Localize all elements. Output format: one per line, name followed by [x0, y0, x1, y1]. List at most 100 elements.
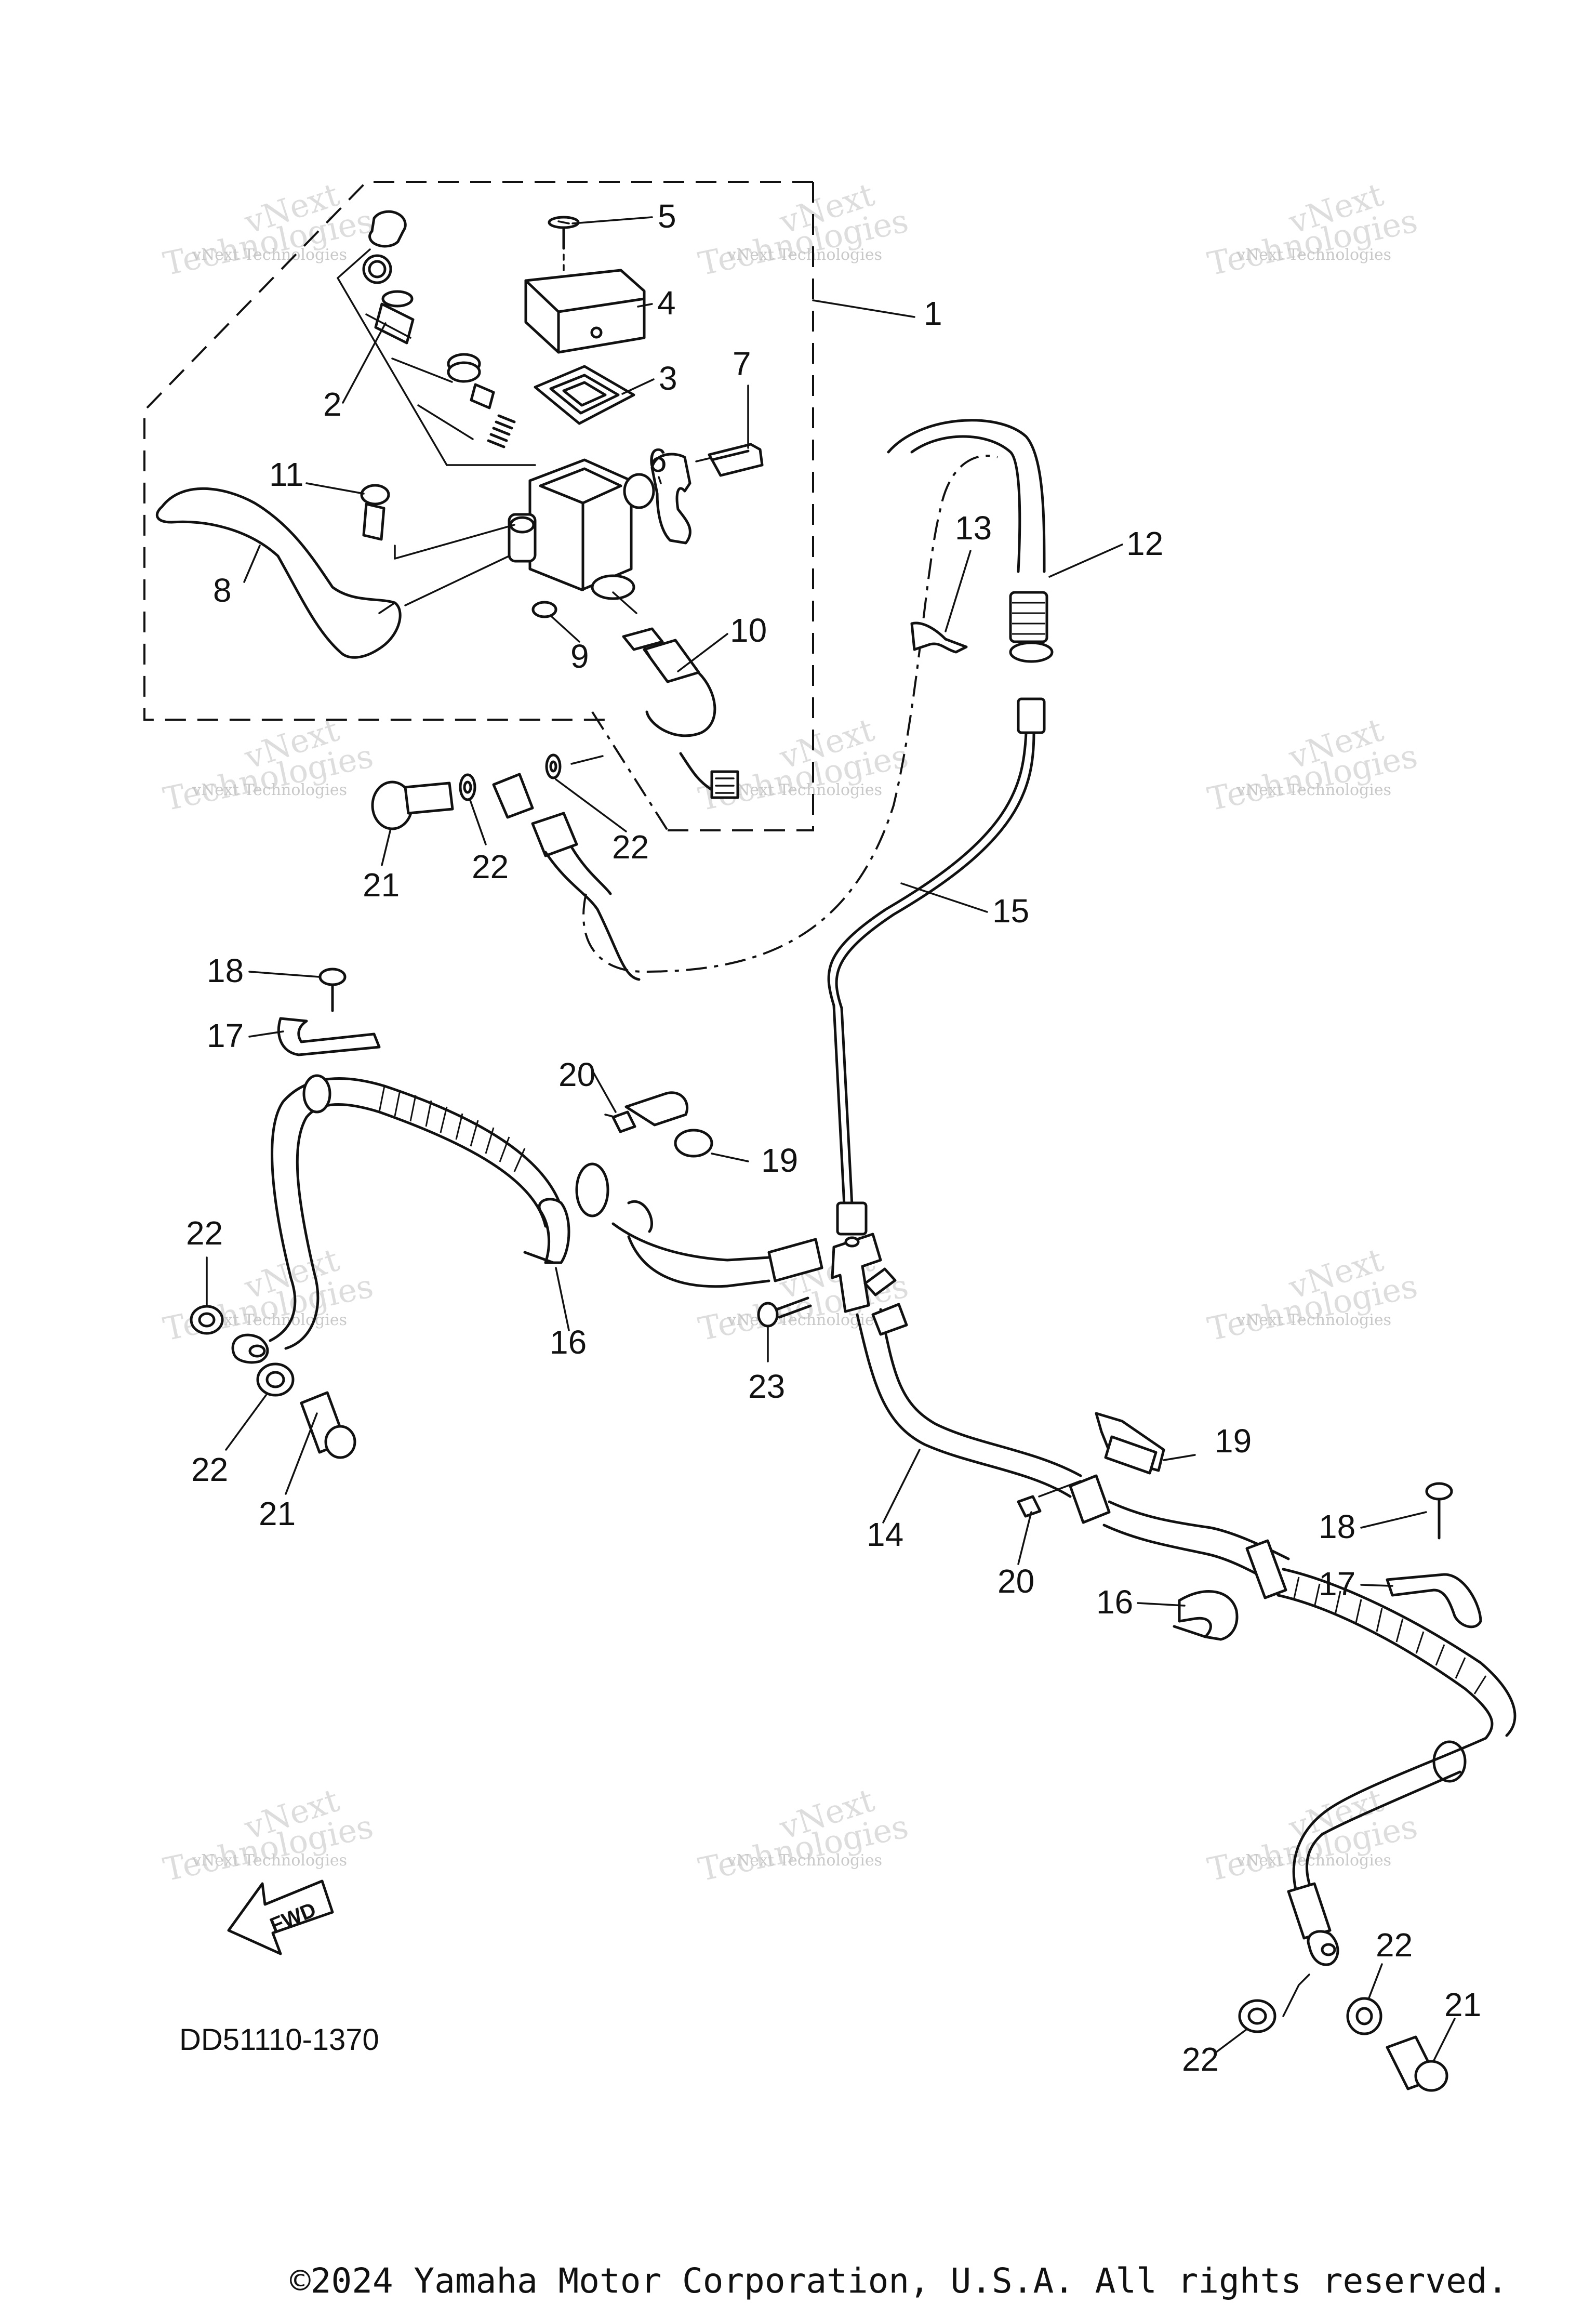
callout-c22c: 22	[186, 1214, 223, 1252]
lower-right-union-bolt	[1238, 1974, 1448, 2092]
left-hose-guide	[277, 968, 381, 1056]
callout-c18a: 18	[207, 952, 244, 989]
right-brake-hose	[856, 1267, 1517, 1966]
callout-c17a: 17	[207, 1017, 244, 1054]
watermark-small: vNext Technologies	[1236, 1851, 1391, 1870]
leader-c22b	[555, 778, 627, 832]
upper-union-bolt	[371, 753, 604, 830]
leader-c17b	[1360, 1584, 1393, 1587]
callout-c8: 8	[213, 572, 232, 609]
callout-c19a: 19	[761, 1142, 798, 1179]
leader-c20a	[591, 1069, 617, 1113]
piston-kit	[337, 210, 536, 466]
callout-c22b: 22	[612, 828, 649, 866]
callout-c13: 13	[955, 509, 992, 547]
three-way-joint	[831, 1233, 882, 1313]
brake-lever	[155, 487, 510, 659]
leader-c16b	[1137, 1602, 1186, 1607]
lower-left-union-bolt	[190, 1305, 356, 1459]
leader-c21b	[285, 1412, 318, 1495]
watermark-small: vNext Technologies	[1236, 781, 1391, 799]
callout-c22e: 22	[1376, 1926, 1413, 1964]
leader-c15	[900, 882, 988, 913]
leader-c14	[882, 1449, 921, 1524]
callout-c5: 5	[658, 197, 676, 235]
callout-c15: 15	[992, 892, 1029, 930]
upper-hose-clip	[523, 1198, 570, 1264]
callout-c20a: 20	[558, 1056, 595, 1093]
callout-c21b: 21	[259, 1495, 296, 1532]
cap-screw	[548, 216, 580, 274]
leader-c6	[658, 476, 662, 484]
watermark-small: vNext Technologies	[727, 1851, 882, 1870]
callout-c22f: 22	[1182, 2041, 1219, 2078]
leader-c13	[945, 550, 972, 632]
hose-guide	[910, 621, 968, 654]
callout-c23: 23	[748, 1368, 785, 1405]
callout-c10: 10	[730, 612, 767, 649]
part-code: DD51110-1370	[179, 2023, 379, 2057]
callout-c22a: 22	[472, 848, 509, 885]
watermark-small: vNext Technologies	[727, 246, 882, 264]
leader-c9	[550, 615, 580, 643]
callout-c3: 3	[659, 360, 677, 397]
leader-c16a	[555, 1267, 570, 1331]
leader-c3	[621, 378, 655, 395]
master-cylinder-body	[508, 458, 655, 614]
callout-c16a: 16	[550, 1323, 587, 1361]
brake-pipe	[827, 697, 1046, 1236]
copyright-notice: ©2024 Yamaha Motor Corporation, U.S.A. A…	[290, 2261, 1508, 2301]
callout-c17b: 17	[1319, 1565, 1355, 1603]
right-hose-guide	[1386, 1482, 1482, 1628]
leader-c18a	[248, 971, 321, 978]
callout-c2: 2	[323, 386, 342, 423]
handlebar-clamp	[650, 443, 764, 545]
lower-hose-clip	[1173, 1590, 1239, 1641]
watermark-small: vNext Technologies	[192, 1851, 347, 1870]
callout-c16b: 16	[1096, 1583, 1133, 1621]
leader-c10	[677, 633, 728, 672]
reservoir-diaphragm	[534, 365, 635, 425]
fwd-arrow: FWD	[227, 1879, 334, 1955]
leader-c4	[637, 303, 653, 308]
brake-light-switch	[531, 601, 739, 831]
callout-c12: 12	[1126, 525, 1163, 562]
upper-brake-hose	[492, 419, 1054, 981]
leader-c22d	[225, 1394, 267, 1451]
watermark-small: vNext Technologies	[192, 781, 347, 799]
callout-c21c: 21	[1444, 1986, 1481, 2023]
leader-c20b	[1017, 1511, 1032, 1565]
callout-c11: 11	[269, 456, 303, 493]
callout-c6: 6	[648, 442, 667, 479]
upper-hose-holder	[604, 1091, 749, 1162]
leader-c8	[243, 545, 261, 583]
joint-bolt	[757, 1296, 812, 1328]
callout-c19b: 19	[1215, 1422, 1252, 1460]
leader-c21c	[1433, 2018, 1456, 2061]
callout-labels: 1234567891011121314151616171718181919202…	[186, 197, 1481, 2078]
master-cylinder-assembly-outline	[143, 181, 915, 831]
leader-c22a	[469, 799, 487, 845]
leader-c18b	[1360, 1511, 1427, 1529]
callout-c21a: 21	[363, 866, 400, 904]
callout-c14: 14	[867, 1516, 903, 1553]
callout-c18b: 18	[1319, 1508, 1355, 1545]
leader-c17a	[248, 1030, 284, 1038]
callout-c7: 7	[733, 345, 751, 382]
callout-c9: 9	[570, 638, 589, 675]
left-brake-hose	[231, 1074, 823, 1364]
leader-c2	[342, 322, 387, 404]
callout-c20b: 20	[998, 1563, 1034, 1600]
callout-c4: 4	[657, 284, 676, 322]
